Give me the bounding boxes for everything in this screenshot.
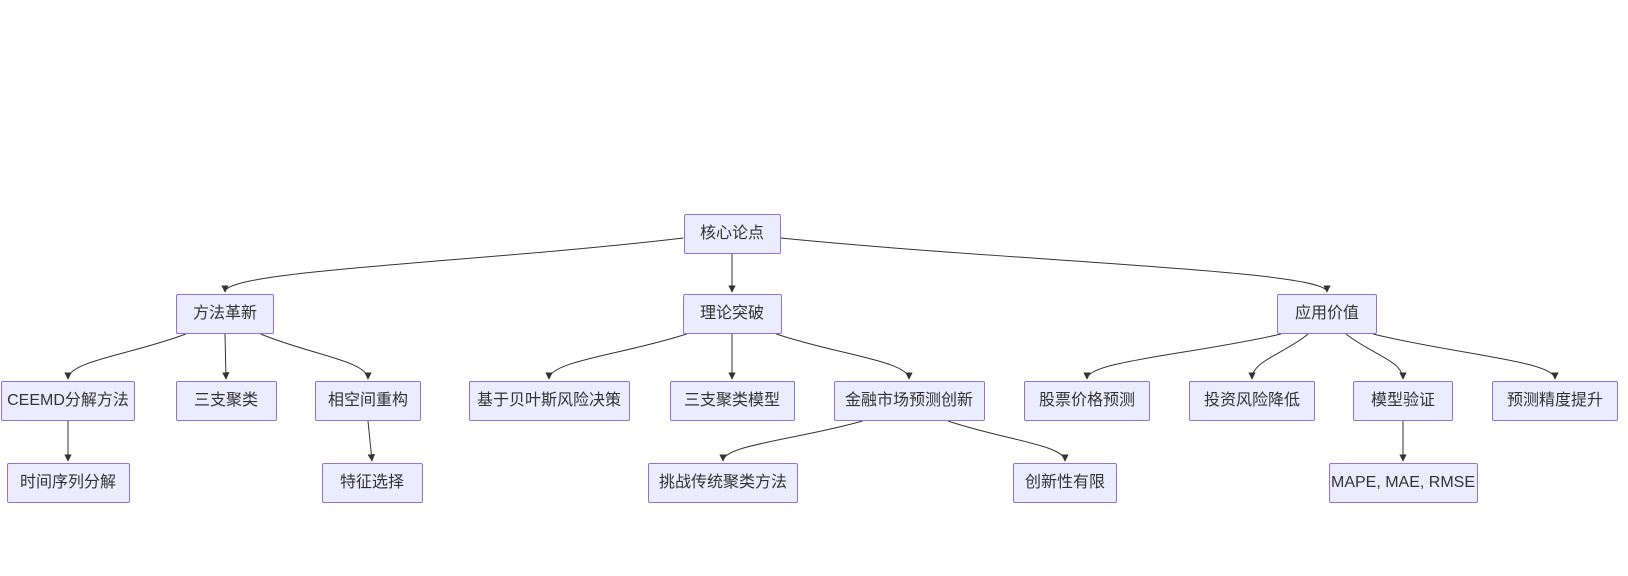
node-label: 投资风险降低 bbox=[1203, 392, 1300, 409]
edge-fin_innov-challenge bbox=[719, 420, 863, 462]
node-accuracy: 预测精度提升 bbox=[1492, 381, 1618, 421]
node-fin_innov: 金融市场预测创新 bbox=[833, 381, 985, 421]
node-label: 金融市场预测创新 bbox=[844, 392, 973, 409]
node-label: 模型验证 bbox=[1370, 392, 1435, 409]
node-label: 特征选择 bbox=[339, 474, 404, 491]
node-label: 三支聚类 bbox=[193, 392, 258, 409]
node-ts_decomp: 时间序列分解 bbox=[6, 463, 130, 503]
edge-phase_space-feature bbox=[367, 420, 376, 462]
node-ceemd: CEEMD分解方法 bbox=[1, 381, 135, 421]
node-feature: 特征选择 bbox=[321, 463, 423, 503]
node-bayes: 基于贝叶斯风险决策 bbox=[468, 381, 630, 421]
node-label: 相空间重构 bbox=[327, 392, 408, 409]
node-stock: 股票价格预测 bbox=[1024, 381, 1150, 421]
node-application: 应用价值 bbox=[1277, 294, 1377, 334]
node-label: 股票价格预测 bbox=[1038, 392, 1135, 409]
node-twc_model: 三支聚类模型 bbox=[669, 381, 795, 421]
edge-theory-bayes bbox=[545, 333, 687, 380]
edge-application-validation bbox=[1345, 333, 1407, 380]
node-label: 基于贝叶斯风险决策 bbox=[476, 392, 621, 409]
node-three_cluster: 三支聚类 bbox=[175, 381, 277, 421]
node-validation: 模型验证 bbox=[1353, 381, 1453, 421]
node-label: MAPE, MAE, RMSE bbox=[1330, 474, 1476, 491]
edge-application-accuracy bbox=[1372, 333, 1559, 380]
node-label: 挑战传统聚类方法 bbox=[658, 474, 787, 491]
node-core: 核心论点 bbox=[683, 214, 781, 254]
edge-core-application bbox=[780, 237, 1331, 293]
node-metrics: MAPE, MAE, RMSE bbox=[1328, 463, 1478, 503]
edge-core-method bbox=[221, 237, 684, 293]
edge-theory-fin_innov bbox=[776, 333, 913, 380]
edge-application-risk bbox=[1248, 333, 1309, 380]
node-theory: 理论突破 bbox=[682, 294, 782, 334]
node-limited: 创新性有限 bbox=[1013, 463, 1117, 503]
node-label: 应用价值 bbox=[1294, 305, 1359, 322]
node-label: 创新性有限 bbox=[1024, 474, 1105, 491]
node-label: 理论突破 bbox=[699, 305, 764, 322]
edge-application-stock bbox=[1083, 333, 1282, 380]
node-risk: 投资风险降低 bbox=[1189, 381, 1315, 421]
node-challenge: 挑战传统聚类方法 bbox=[648, 463, 798, 503]
node-label: CEEMD分解方法 bbox=[7, 392, 129, 409]
edge-method-phase_space bbox=[260, 333, 372, 380]
node-label: 方法革新 bbox=[192, 305, 257, 322]
node-label: 核心论点 bbox=[699, 225, 764, 242]
node-label: 三支聚类模型 bbox=[683, 392, 780, 409]
node-phase_space: 相空间重构 bbox=[315, 381, 421, 421]
node-method: 方法革新 bbox=[176, 294, 274, 334]
node-label: 时间序列分解 bbox=[19, 474, 116, 491]
edge-method-ceemd bbox=[64, 333, 186, 380]
node-label: 预测精度提升 bbox=[1506, 392, 1603, 409]
edge-method-three_cluster bbox=[222, 333, 230, 380]
edge-fin_innov-limited bbox=[947, 420, 1069, 462]
